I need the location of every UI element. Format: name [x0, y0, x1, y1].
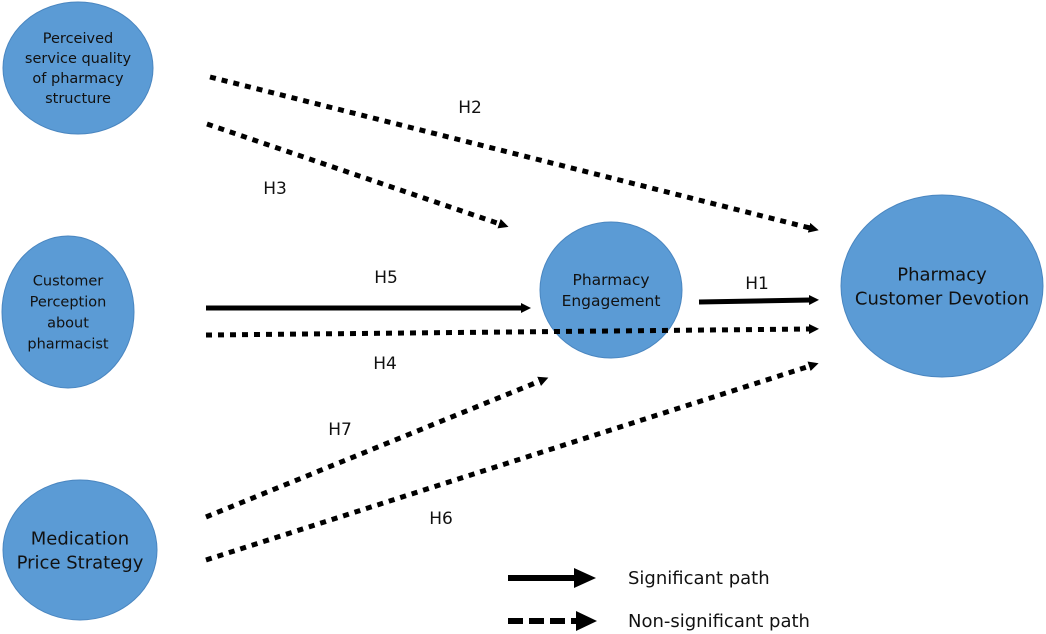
node-ellipse: [840, 194, 1044, 378]
edge-label-h4: H4: [373, 354, 397, 374]
edge-h1-significant: [698, 295, 819, 306]
node-label-line: Perception: [30, 295, 107, 311]
edge-h2-non-significant: [209, 74, 819, 233]
node-label-line: Medication: [31, 528, 129, 549]
legend-significant-arrowhead: [574, 568, 596, 588]
node-label-line: service quality: [25, 51, 132, 67]
node-ellipse: [539, 221, 683, 359]
node-label-line: Engagement: [562, 292, 661, 310]
node-label-line: Perceived: [43, 31, 113, 47]
node-ellipse: [1, 235, 135, 389]
node-label-line: Pharmacy: [572, 271, 649, 289]
node-service-quality: Perceived service quality of pharmacy struc…: [2, 1, 154, 135]
edges-layer: [205, 74, 819, 563]
edge-label-h2: H2: [458, 98, 482, 118]
edge-label-h3: H3: [263, 179, 287, 199]
edge-label-h7: H7: [328, 420, 352, 440]
legend-non-significant-arrowhead: [576, 611, 597, 631]
node-label-line: of pharmacy: [32, 71, 124, 87]
edge-label-h1: H1: [745, 274, 769, 294]
node-label-line: pharmacist: [27, 337, 109, 353]
legend: Significant path Non-significant path: [508, 568, 810, 632]
legend-non-significant-label: Non-significant path: [628, 611, 810, 632]
node-label-line: Price Strategy: [17, 552, 144, 573]
legend-significant-label: Significant path: [628, 568, 770, 589]
nodes-layer: Perceived service quality of pharmacy struc…: [1, 1, 1044, 621]
edge-h3-non-significant: [206, 121, 509, 229]
node-label-line: about: [47, 316, 89, 332]
edge-label-h6: H6: [429, 509, 453, 529]
node-label-line: Pharmacy: [897, 264, 987, 285]
node-label-line: Customer: [33, 274, 103, 290]
node-label-line: structure: [45, 91, 111, 107]
edge-label-h5: H5: [374, 268, 398, 288]
edge-h7-non-significant: [205, 376, 549, 520]
node-label-line: Customer Devotion: [855, 288, 1029, 309]
node-ellipse: [2, 479, 158, 621]
edge-h6-non-significant: [205, 361, 819, 563]
edge-h4-non-significant: [205, 324, 819, 338]
node-ellipse: [2, 1, 154, 135]
